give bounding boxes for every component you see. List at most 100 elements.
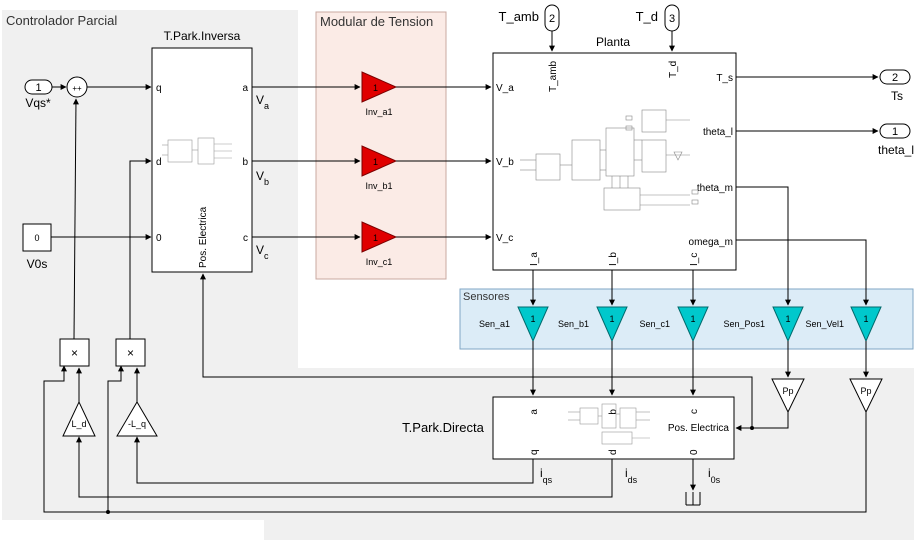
park-inv-port-c: c <box>243 233 248 244</box>
product-block-q[interactable] <box>59 338 90 367</box>
outport-ts-num: 2 <box>892 72 898 84</box>
sensor-pos-gain: 1 <box>785 314 790 324</box>
inport-td-name: T_d <box>636 9 658 24</box>
outport-theta-l[interactable] <box>879 123 911 139</box>
park-dir-port-c: c <box>689 409 700 414</box>
signal-iqs-sub: qs <box>543 475 553 485</box>
inport-tamb-num: 2 <box>549 13 555 25</box>
sensor-a-name: Sen_a1 <box>479 319 510 329</box>
park-dir-title: T.Park.Directa <box>402 420 484 435</box>
sensor-vel-block[interactable] <box>850 306 882 343</box>
svg-text:i0s: i0s <box>708 466 721 485</box>
park-inv-port-b: b <box>242 157 248 168</box>
constant-value: 0 <box>34 233 39 243</box>
area-controller-label: Controlador Parcial <box>6 13 117 28</box>
sensor-c-block[interactable] <box>677 306 709 343</box>
inport-td-num: 3 <box>669 13 675 25</box>
sensor-vel-name: Sen_Vel1 <box>805 319 844 329</box>
plant-block[interactable] <box>492 52 737 271</box>
park-inv-block[interactable] <box>151 47 253 273</box>
sensor-pos-name: Sen_Pos1 <box>723 319 765 329</box>
plant-port-vb: V_b <box>496 157 514 168</box>
sensor-b-gain: 1 <box>609 314 614 324</box>
plant-title: Planta <box>596 35 630 49</box>
inverter-c-block[interactable] <box>361 221 398 253</box>
plant-port-ia: I_a <box>529 252 540 266</box>
constant-name: V0s <box>27 257 48 271</box>
park-dir-inner-diagram <box>568 403 650 445</box>
inverter-a-name: Inv_a1 <box>365 107 392 117</box>
sensor-a-block[interactable] <box>517 306 549 343</box>
signal-va-sub: a <box>264 101 269 111</box>
signal-vc-sub: c <box>264 251 269 261</box>
gain-lq-label: -L_q <box>128 419 146 429</box>
svg-text:ids: ids <box>625 466 638 485</box>
sum-signs: ++ <box>72 84 82 93</box>
park-inv-port-q: q <box>156 83 162 94</box>
inport-vqs-num: 1 <box>35 82 41 94</box>
pp-gain-vel[interactable] <box>849 378 883 414</box>
plant-port-ts: T_s <box>716 73 733 84</box>
plant-inner-diagram <box>520 109 699 211</box>
svg-text:Vc: Vc <box>256 243 269 261</box>
sensor-pos-block[interactable] <box>772 306 804 343</box>
pp-gain-vel-label: Pp <box>860 386 871 396</box>
sensor-vel-gain: 1 <box>863 314 868 324</box>
signal-va: V <box>256 93 264 107</box>
signal-vb: V <box>256 169 264 183</box>
park-inv-port-a: a <box>242 83 248 94</box>
svg-text:Va: Va <box>256 93 269 111</box>
plant-port-tamb: T_amb <box>548 60 559 92</box>
sensor-c-gain: 1 <box>690 314 695 324</box>
signal-i0s: i <box>708 466 711 480</box>
inport-tamb-name: T_amb <box>499 9 539 24</box>
park-inv-pos-label: Pos. Electrica <box>198 206 209 268</box>
area-sensors-label: Sensores <box>463 291 510 303</box>
gain-ld-block[interactable] <box>62 400 96 437</box>
inverter-b-name: Inv_b1 <box>365 181 392 191</box>
park-dir-port-d: d <box>608 449 619 455</box>
park-dir-pos-label: Pos. Electrica <box>668 423 730 434</box>
inverter-b-gain: 1 <box>373 157 378 167</box>
plant-port-ic: I_c <box>689 253 700 266</box>
sensor-b-name: Sen_b1 <box>558 319 589 329</box>
plant-port-td: T_d <box>668 61 679 78</box>
outport-theta-l-num: 1 <box>892 126 898 138</box>
outport-ts-name: Ts <box>891 89 903 103</box>
gain-lq-block[interactable] <box>116 401 158 437</box>
sensor-c-name: Sen_c1 <box>639 319 670 329</box>
pp-gain-pos[interactable] <box>771 378 805 414</box>
inverter-a-gain: 1 <box>373 83 378 93</box>
park-dir-port-q: q <box>529 449 540 455</box>
sensor-b-block[interactable] <box>596 306 628 343</box>
sensor-a-gain: 1 <box>530 314 535 324</box>
product-d-symbol: × <box>127 346 134 360</box>
inverter-a-block[interactable] <box>361 71 398 103</box>
inverter-c-gain: 1 <box>373 233 378 243</box>
plant-port-omega-m: omega_m <box>689 237 733 248</box>
plant-port-va: V_a <box>496 83 514 94</box>
signal-ids-sub: ds <box>628 475 638 485</box>
product-block-d[interactable] <box>115 338 146 367</box>
signal-vb-sub: b <box>264 177 269 187</box>
area-modulator-label: Modular de Tension <box>320 14 433 29</box>
terminator-block[interactable] <box>685 492 701 506</box>
product-q-symbol: × <box>71 346 78 360</box>
park-dir-port-a: a <box>529 409 540 415</box>
outport-ts[interactable] <box>879 69 911 85</box>
inverter-c-name: Inv_c1 <box>366 257 393 267</box>
park-inv-port-0: 0 <box>156 233 162 244</box>
svg-text:iqs: iqs <box>540 466 553 485</box>
park-dir-port-b: b <box>608 409 619 415</box>
inverter-b-block[interactable] <box>361 145 398 177</box>
plant-port-vc: V_c <box>496 233 513 244</box>
gain-ld-label: L_d <box>71 419 86 429</box>
inport-vqs-name: Vqs* <box>25 96 51 110</box>
park-dir-port-0: 0 <box>689 449 700 455</box>
signal-iqs: i <box>540 466 543 480</box>
svg-text:Vb: Vb <box>256 169 269 187</box>
plant-port-theta-m: theta_m <box>697 183 733 194</box>
signal-ids: i <box>625 466 628 480</box>
plant-port-ib: I_b <box>608 252 619 266</box>
